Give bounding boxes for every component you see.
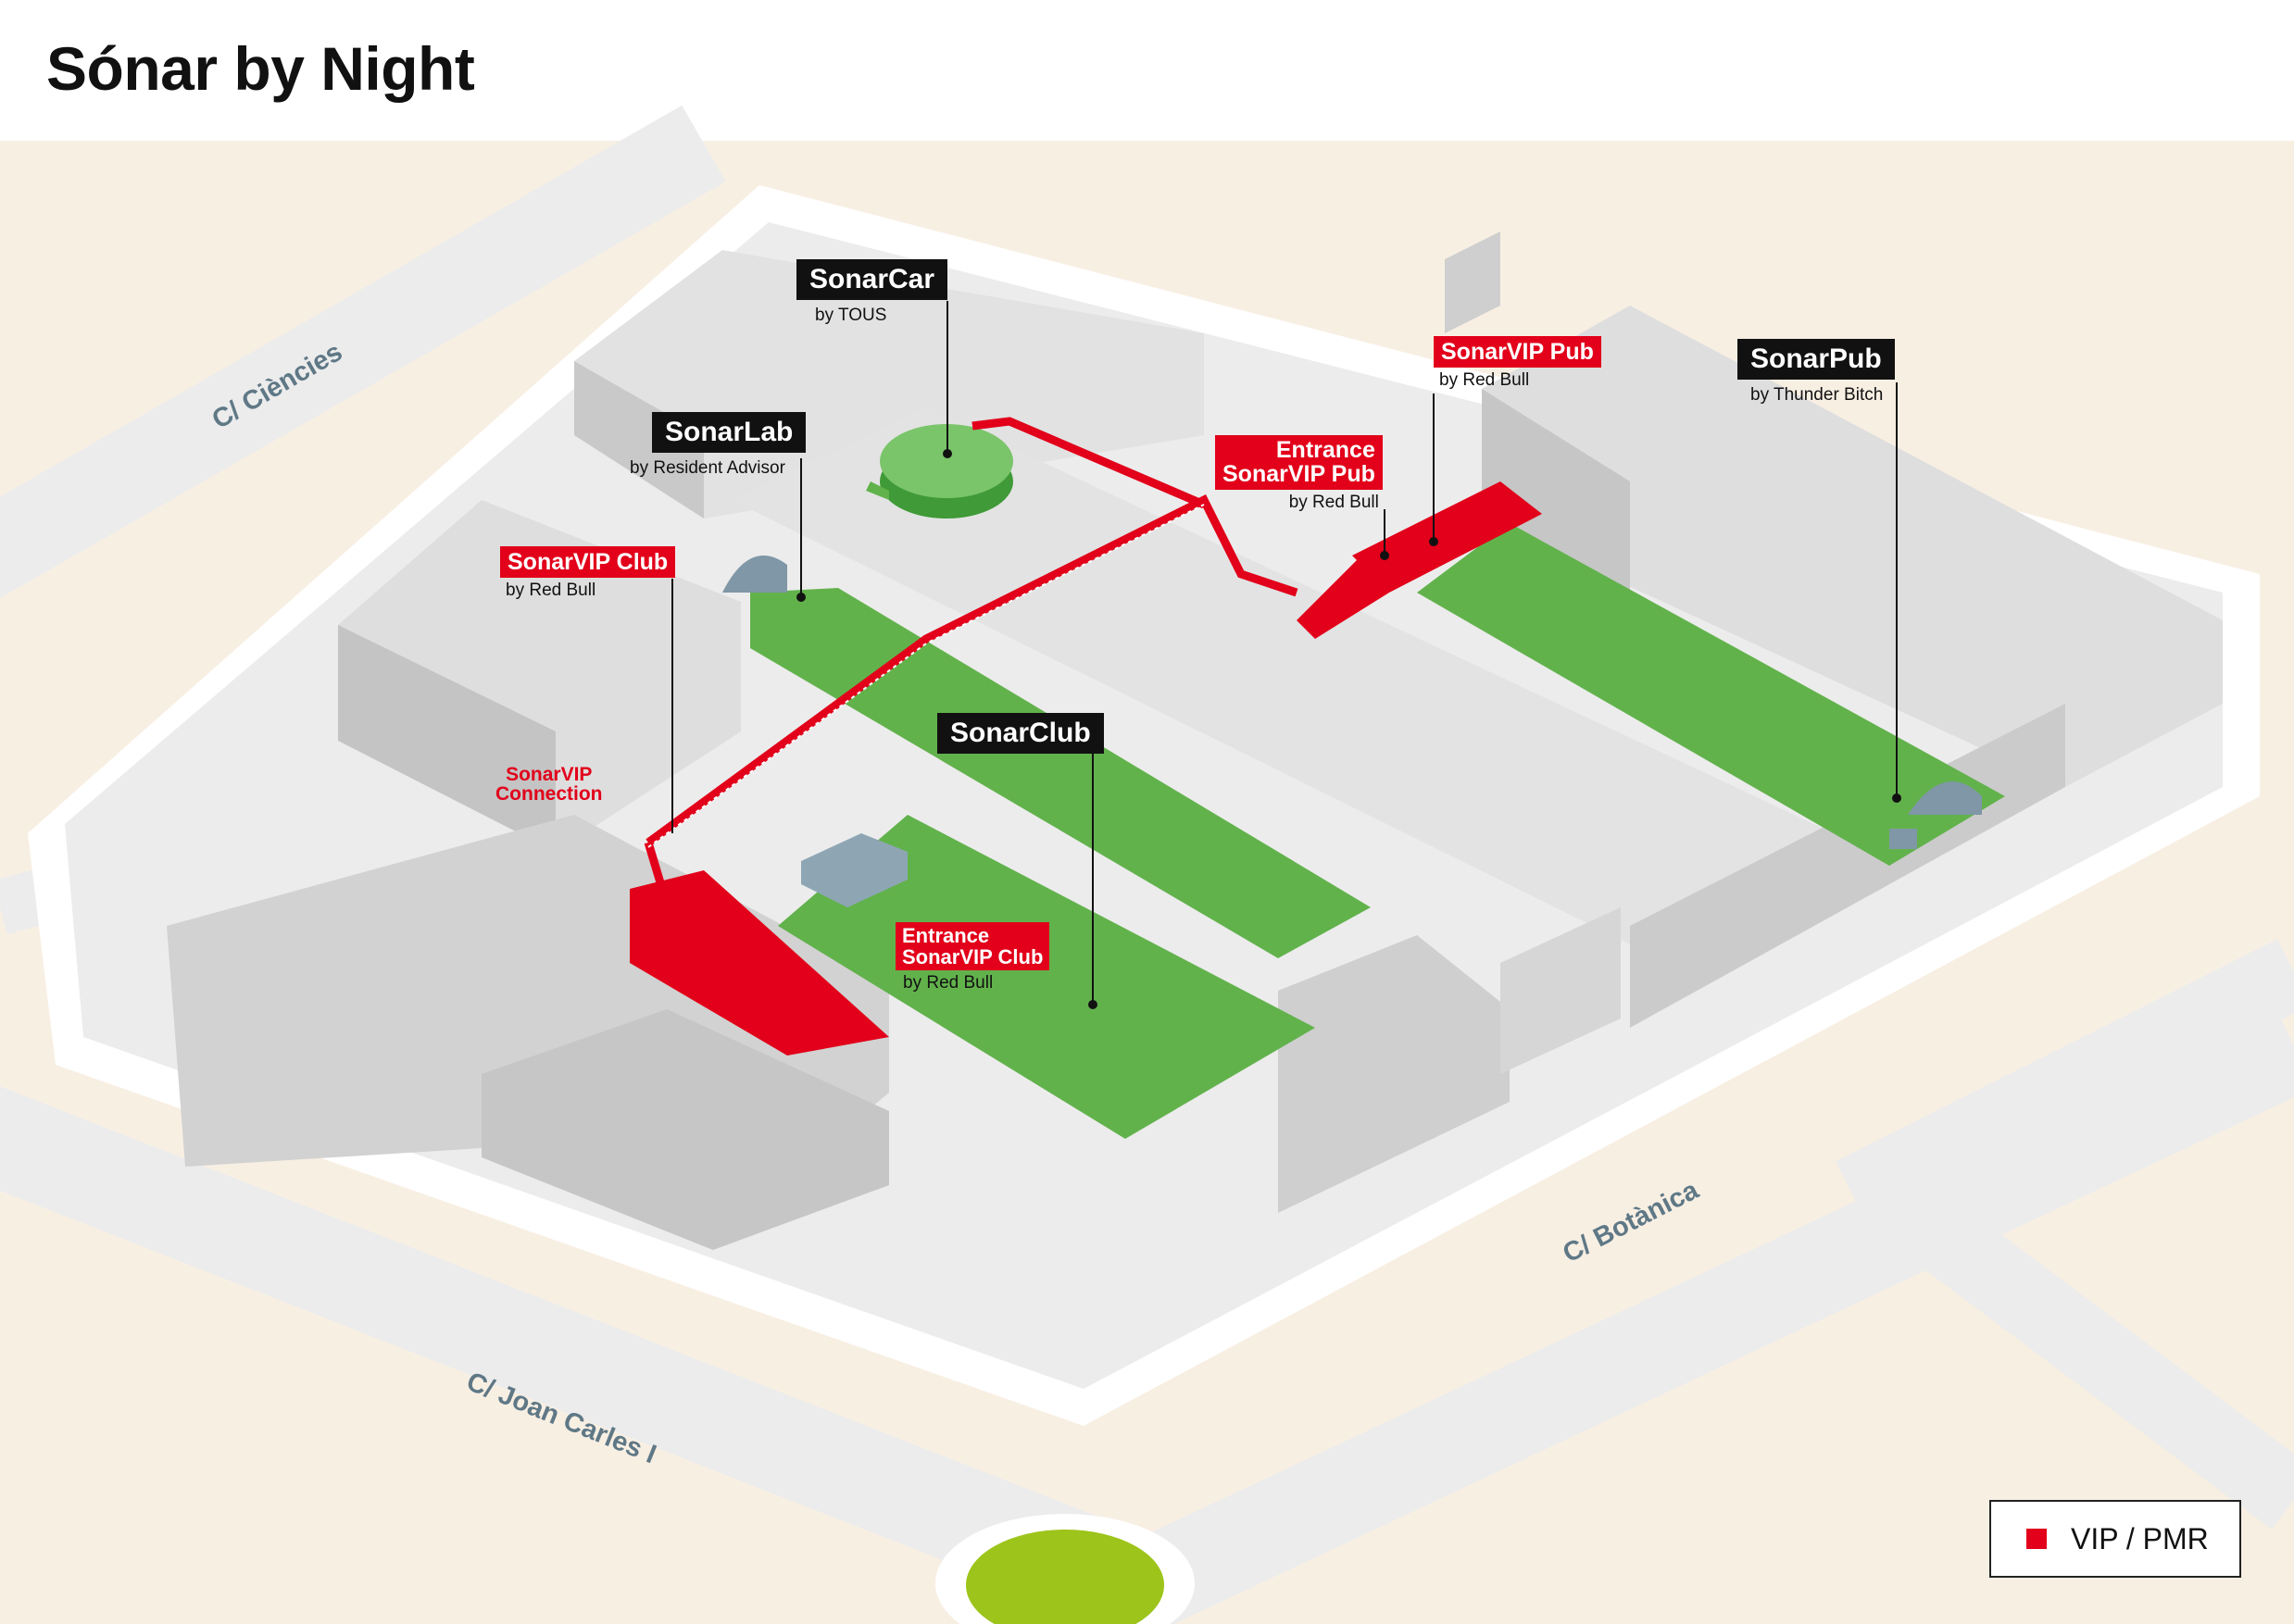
sonarclub-stage	[778, 815, 1315, 1139]
sonarpub-sponsor: by Thunder Bitch	[1750, 384, 1884, 405]
sonarlab-name: SonarLab	[652, 412, 807, 453]
label-sonarpub: SonarPub by Thunder Bitch	[1737, 339, 1895, 406]
buildings	[167, 231, 2223, 1250]
vip-connection-label: SonarVIP Connection	[495, 765, 603, 804]
sonarvip-pub-sponsor: by Red Bull	[1439, 370, 1530, 391]
vip-connection-path	[644, 417, 1298, 891]
leader-lines	[671, 301, 1898, 1005]
entrance-vip-club-line1: Entrance	[902, 924, 990, 947]
roundabout	[966, 1530, 1164, 1624]
map-legend: VIP / PMR	[1989, 1500, 2241, 1578]
sonarlab-sponsor: by Resident Advisor	[630, 457, 785, 478]
red-square-icon	[2026, 1529, 2047, 1549]
label-sonarclub: SonarClub	[937, 713, 1104, 754]
sonarvip-club-name: SonarVIP Club	[500, 546, 676, 579]
location-dots	[796, 449, 1901, 1009]
label-entrance-vip-club: Entrance SonarVIP Club by Red Bull	[896, 922, 1050, 993]
vip-connection-line2: Connection	[495, 783, 603, 805]
label-entrance-vip-pub: Entrance SonarVIP Pub by Red Bull	[1215, 435, 1383, 513]
sonarpub-name: SonarPub	[1737, 339, 1895, 380]
sonarcar-sponsor: by TOUS	[815, 305, 887, 325]
domes	[722, 556, 1982, 907]
sonarlab-stage	[750, 588, 1371, 958]
sonarvip-pub-name: SonarVIP Pub	[1434, 336, 1601, 369]
entrance-vip-pub-line1: Entrance	[1275, 437, 1375, 463]
sonarpub-stage	[1417, 523, 2005, 866]
label-sonarvip-pub: SonarVIP Pub by Red Bull	[1434, 336, 1601, 391]
entrance-vip-club-name: Entrance SonarVIP Club	[896, 922, 1050, 971]
sonarclub-name: SonarClub	[937, 713, 1104, 754]
entrance-vip-pub-name: Entrance SonarVIP Pub	[1215, 435, 1383, 490]
stages	[750, 523, 2005, 1139]
streets	[0, 105, 2294, 1624]
entrance-vip-club-line2: SonarVIP Club	[902, 945, 1044, 969]
entrance-vip-pub-sponsor: by Red Bull	[1288, 492, 1379, 512]
vip-connection-line1: SonarVIP	[506, 764, 593, 785]
sonarcar-platform	[866, 424, 1013, 518]
entrance-vip-club-sponsor: by Red Bull	[903, 973, 994, 993]
entrance-vip-pub-line2: SonarVIP Pub	[1222, 461, 1375, 488]
sonarcar-name: SonarCar	[796, 259, 948, 300]
sonarvip-club-sponsor: by Red Bull	[506, 581, 596, 601]
page-title: Sónar by Night	[46, 34, 475, 103]
vip-areas	[630, 481, 1542, 1056]
label-sonarvip-club: SonarVIP Club by Red Bull	[500, 546, 676, 601]
legend-label: VIP / PMR	[2071, 1521, 2209, 1555]
label-sonarlab: SonarLab by Resident Advisor	[630, 412, 807, 479]
label-sonarcar: SonarCar by TOUS	[796, 259, 948, 326]
